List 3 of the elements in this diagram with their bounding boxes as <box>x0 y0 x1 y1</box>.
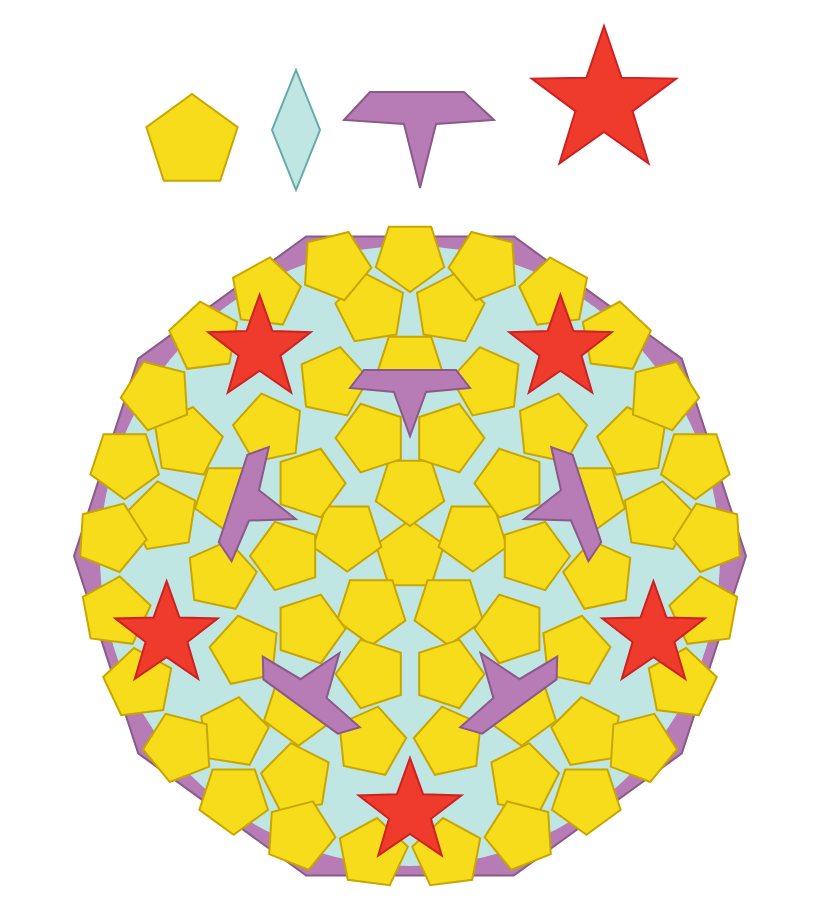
pentagon-tile <box>140 88 244 188</box>
boat-tile <box>340 88 500 192</box>
rhombus-tile <box>268 68 324 192</box>
